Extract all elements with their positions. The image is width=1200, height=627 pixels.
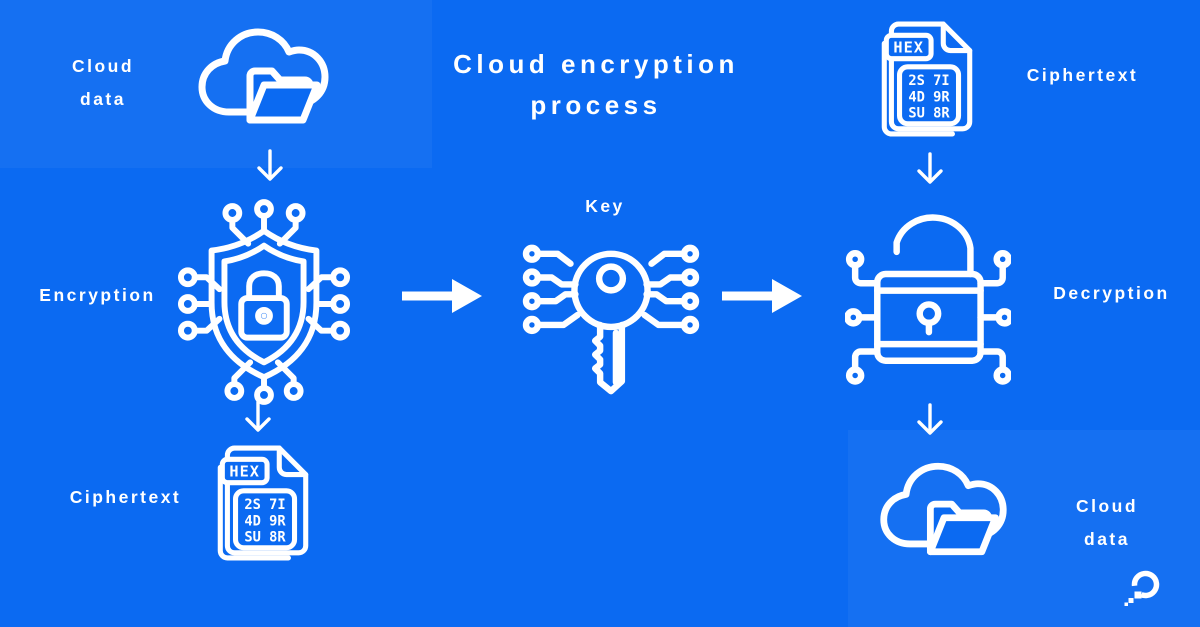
cloud-folder-icon [193, 14, 333, 136]
hex-row-2: 4D 9R [908, 89, 950, 105]
page-title-line2: process [530, 90, 662, 120]
page-title: Cloud encryption process [396, 44, 796, 126]
decryption-label-text: Decryption [1053, 283, 1170, 303]
hex-row-1: 2S 7I [244, 497, 285, 513]
decryption-label: Decryption [1034, 277, 1189, 310]
hex-file-icon: HEX 2S 7I 4D 9R SU 8R [876, 19, 978, 138]
ciphertext-right-label: Ciphertext [1005, 59, 1160, 92]
digitalocean-logo-icon [1124, 567, 1164, 607]
key-label: Key [545, 190, 665, 223]
cloud-data-top-line1: Cloud [71, 56, 135, 76]
hex-row-1: 2S 7I [908, 73, 949, 89]
down-arrow-icon [240, 398, 276, 438]
encryption-label-text: Encryption [39, 285, 156, 305]
encryption-label: Encryption [20, 279, 175, 312]
cloud-data-top-line2: data [80, 89, 126, 109]
down-arrow-icon [252, 147, 288, 187]
ciphertext-right-label-text: Ciphertext [1026, 65, 1139, 85]
cloud-data-bottom-label: Cloud data [1042, 490, 1172, 556]
key-circuit-icon [522, 236, 700, 404]
page-title-line1: Cloud encryption [453, 49, 739, 79]
hex-row-3: SU 8R [908, 106, 950, 122]
hex-file-icon: HEX 2S 7I 4D 9R SU 8R [212, 443, 314, 562]
cloud-data-bottom-line2: data [1084, 529, 1130, 549]
down-arrow-icon [912, 401, 948, 441]
key-label-text: Key [585, 196, 625, 216]
cloud-folder-icon-svg [198, 28, 329, 124]
cloud-data-top-label: Cloud data [38, 50, 168, 116]
shield-lock-circuit-icon [175, 198, 353, 406]
cloud-data-bottom-line1: Cloud [1075, 496, 1139, 516]
ciphertext-left-label-text: Ciphertext [69, 487, 182, 507]
cloud-folder-icon [875, 448, 1011, 568]
hex-badge-text: HEX [229, 463, 260, 481]
hex-row-2: 4D 9R [244, 513, 286, 529]
hex-row-3: SU 8R [244, 530, 286, 546]
hex-badge-text: HEX [893, 39, 924, 57]
down-arrow-icon [912, 150, 948, 190]
unlocked-padlock-circuit-icon [845, 203, 1011, 393]
ciphertext-left-label: Ciphertext [48, 481, 203, 514]
right-arrow-icon [400, 277, 484, 315]
right-arrow-icon [720, 277, 804, 315]
